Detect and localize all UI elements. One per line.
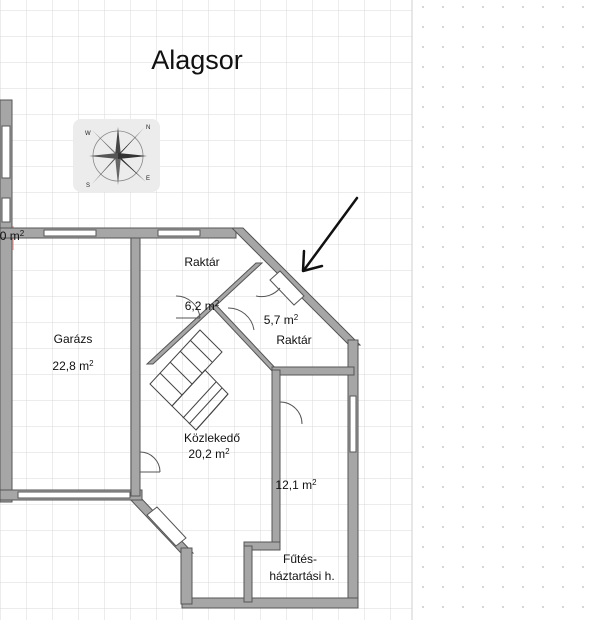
room-futes-name-line2: háztartási h.: [269, 569, 334, 583]
room-121-area: 12,1 m2: [275, 478, 317, 492]
room-garazs-name: Garázs: [54, 332, 93, 346]
compass-rose-icon: N E S W: [73, 119, 160, 192]
room-kozlekedo-name: Közlekedő: [184, 431, 240, 445]
room-raktar1-name: Raktár: [184, 255, 219, 269]
plan-title: Alagsor: [151, 45, 243, 75]
edge-area-label: 0 m2: [0, 229, 25, 243]
room-raktar2-name: Raktár: [276, 333, 311, 347]
compass-letter-s: S: [86, 183, 90, 189]
doors: [139, 287, 303, 473]
room-raktar1-area: 6,2 m2: [185, 299, 220, 313]
windows: [1, 125, 357, 547]
room-kozlekedo-area: 20,2 m2: [188, 447, 230, 461]
room-garazs-area: 22,8 m2: [52, 359, 94, 373]
compass-letter-n: N: [146, 125, 150, 131]
compass-letter-w: W: [85, 131, 91, 137]
dot-grid: [413, 0, 600, 620]
compass-letter-e: E: [146, 176, 150, 182]
arrow-pointer-icon: [301, 196, 359, 273]
room-futes-name-line1: Fűtés-: [283, 552, 317, 566]
room-raktar2-area: 5,7 m2: [264, 313, 299, 327]
staircase: [149, 329, 229, 431]
